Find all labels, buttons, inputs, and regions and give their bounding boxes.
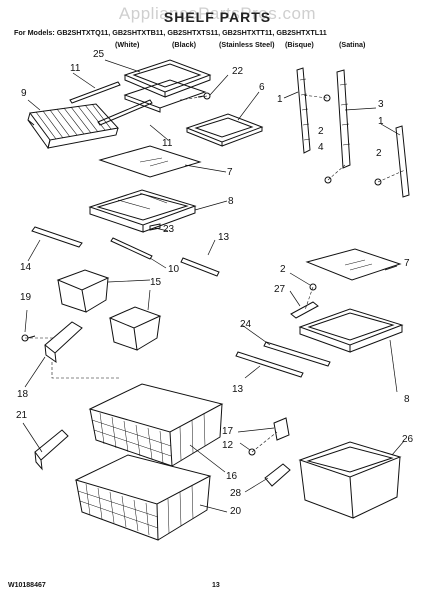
callout-26: 26 — [402, 434, 414, 445]
callout-7-upper: 7 — [227, 167, 233, 178]
part-wire-basket-upper — [88, 383, 224, 467]
callout-20: 20 — [230, 506, 242, 517]
callout-13-upper: 13 — [218, 232, 230, 243]
callout-18: 18 — [17, 389, 29, 400]
callout-1-right: 1 — [378, 116, 384, 127]
callout-28: 28 — [230, 488, 242, 499]
callout-17: 17 — [222, 426, 234, 437]
callout-4: 4 — [318, 142, 324, 153]
guide-lines — [25, 94, 406, 453]
callout-13-lower: 13 — [232, 384, 244, 395]
part-upper-shelf-frame — [123, 59, 212, 98]
page-number: 13 — [212, 582, 220, 589]
part-screw-4 — [324, 176, 332, 184]
part-upright-left — [296, 67, 311, 154]
part-shelf-frame-lower — [298, 308, 404, 353]
callout-16: 16 — [226, 471, 238, 482]
part-crisper-drawer-lower — [108, 306, 162, 351]
part-upright-right — [336, 69, 351, 169]
part-trim-strip-13-upper — [180, 257, 220, 277]
callout-23: 23 — [163, 224, 175, 235]
callout-24: 24 — [240, 319, 252, 330]
watermark: AppliancePartsPros.com — [118, 4, 317, 23]
variant-black: (Black) — [172, 40, 196, 49]
part-drawer-bracket-18 — [44, 321, 83, 364]
doc-number: W10188467 — [8, 582, 46, 589]
part-trim-strip-14 — [31, 226, 83, 248]
part-screw-22 — [197, 92, 211, 100]
part-slide-rails — [69, 81, 153, 126]
callout-19: 19 — [20, 292, 32, 303]
callout-1-upper: 1 — [277, 94, 283, 105]
part-wire-basket-lower — [74, 454, 212, 541]
callout-27: 27 — [274, 284, 286, 295]
callout-7-lower: 7 — [404, 258, 410, 269]
callout-12: 12 — [222, 440, 234, 451]
part-trim-strip-13-lower — [235, 351, 304, 378]
part-deli-bin-26 — [298, 441, 402, 519]
callout-10: 10 — [168, 264, 180, 275]
part-screw-2-lower — [309, 283, 317, 291]
callout-8-upper: 8 — [228, 196, 234, 207]
part-27-bracket — [290, 301, 319, 319]
part-crisper-drawer-upper — [56, 269, 110, 313]
part-screw-19 — [21, 334, 36, 342]
part-glass-shelf-upper — [98, 145, 202, 178]
callout-2-lower: 2 — [280, 264, 286, 275]
callout-21: 21 — [16, 410, 28, 421]
callout-15: 15 — [150, 277, 162, 288]
page-title: SHELF PARTS — [163, 9, 272, 25]
part-shelf-frame-upper — [88, 189, 197, 233]
callout-3: 3 — [378, 99, 384, 110]
variant-satina: (Satina) — [339, 40, 366, 49]
callout-2-upper: 2 — [318, 126, 324, 137]
callout-8-lower: 8 — [404, 394, 410, 405]
part-upright-small — [395, 125, 410, 198]
callout-14: 14 — [20, 262, 32, 273]
part-screw-12 — [248, 448, 256, 456]
part-small-shelf — [185, 113, 264, 147]
variant-white: (White) — [115, 40, 140, 49]
leader-lines — [22, 59, 405, 513]
part-divider-21 — [34, 429, 69, 471]
callout-22: 22 — [232, 66, 244, 77]
part-rod-10 — [110, 237, 153, 260]
variant-stainless: (Stainless Steel) — [219, 40, 275, 49]
part-screw-2-upper — [323, 94, 331, 102]
part-wire-deli-drawer — [27, 103, 119, 150]
callout-6: 6 — [259, 82, 265, 93]
part-bracket-17 — [273, 417, 290, 441]
callout-25: 25 — [93, 49, 105, 60]
part-screw-2-small — [374, 178, 382, 186]
callout-11-upper: 11 — [70, 63, 81, 74]
part-23-bracket — [149, 223, 161, 231]
part-glass-shelf-lower — [305, 248, 402, 281]
part-slide-out-shelf — [123, 79, 207, 113]
models-line: For Models: GB2SHTXTQ11, GB2SHTXTB11, GB… — [14, 28, 327, 37]
variant-bisque: (Bisque) — [285, 40, 314, 49]
part-bracket-28 — [264, 463, 291, 487]
callout-11-lower: 11 — [162, 138, 173, 149]
callout-2-right: 2 — [376, 148, 382, 159]
callout-9: 9 — [21, 88, 27, 99]
part-trim-strip-24 — [263, 341, 331, 367]
